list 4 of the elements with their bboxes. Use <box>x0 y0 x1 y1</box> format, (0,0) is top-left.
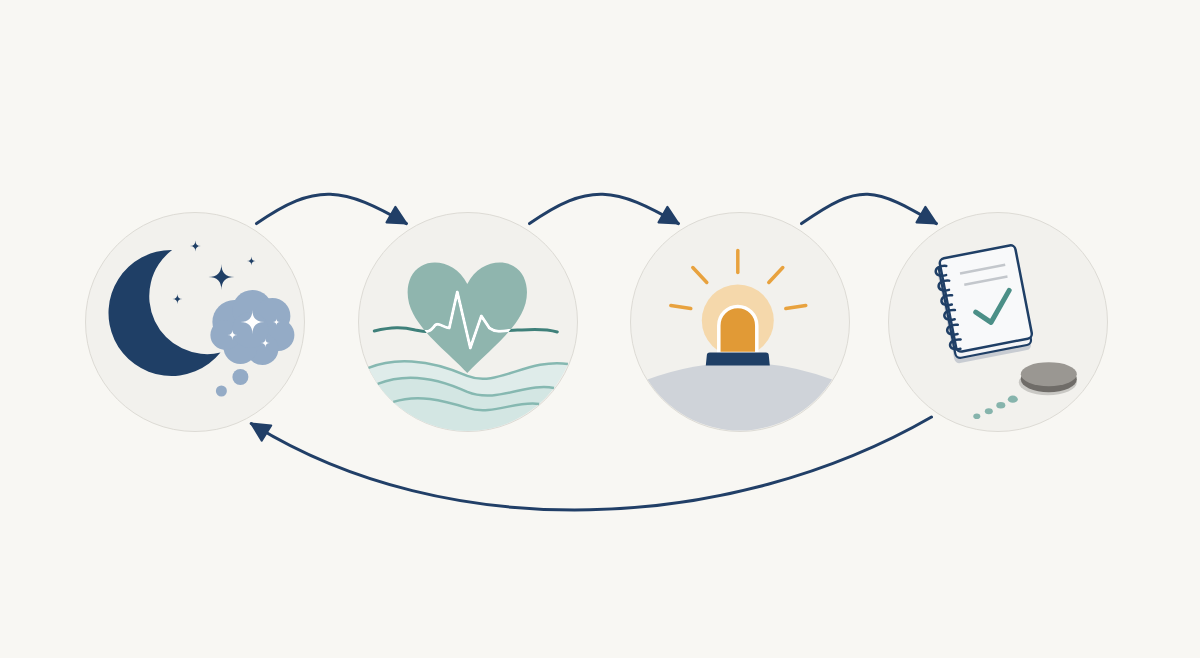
curved-arrow <box>249 415 933 512</box>
curved-arrow <box>800 192 938 226</box>
curved-arrow <box>255 192 408 226</box>
curved-arrow <box>528 192 680 226</box>
